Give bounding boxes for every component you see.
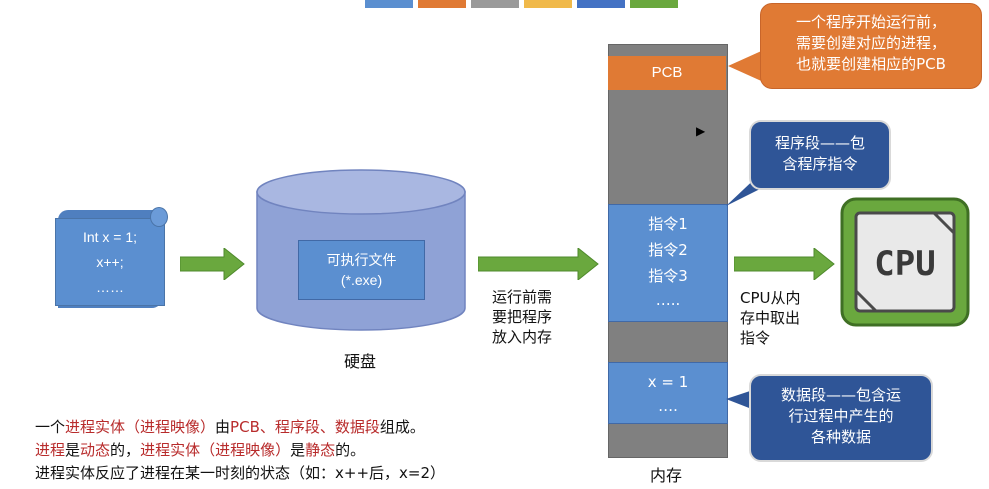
data-callout: 数据段——包含运 行过程中产生的 各种数据 [749,374,933,462]
exe-extension: (*.exe) [340,272,383,288]
summary-highlight: 进程 [35,441,66,459]
summary-text: 是 [65,441,81,459]
title-block-orange [418,0,466,8]
data-value-1: x = 1 [647,373,689,391]
title-block-green [630,0,678,8]
pcb-callout-line-1: 一个程序开始运行前， [795,13,946,31]
summary-text: 是 [290,441,306,459]
arrow-to-memory-icon [478,248,599,280]
summary-line-1: 一个进程实体（进程映像）由PCB、程序段、数据段组成。 [35,417,595,437]
cpu-note-line-3: 指令 [740,329,771,347]
summary-text: 组成。 [379,418,425,436]
executable-file-box: 可执行文件 (*.exe) [298,240,425,300]
title-fragment [180,0,300,8]
summary-highlight: 静态 [305,441,336,459]
data-callout-line-1: 数据段——包含运 [780,386,901,404]
title-block-yellow [524,0,572,8]
data-segment: x = 1 …. [608,362,728,424]
instruction-more: ….. [655,291,681,309]
summary-text: 的。 [335,441,366,459]
program-line-2: x++; [96,254,124,270]
scroll-curl-icon [150,207,168,227]
cpu-label: CPU [874,244,935,284]
code-callout: 程序段——包 含程序指令 [749,120,891,190]
data-callout-line-3: 各种数据 [810,428,871,446]
title-block-darkblue [577,0,625,8]
disk-label: 硬盘 [343,352,376,371]
load-note-line-3: 放入内存 [492,328,553,346]
data-callout-line-2: 行过程中产生的 [788,407,894,425]
program-scroll: Int x = 1; x++; …… [55,218,165,306]
instruction-3: 指令3 [648,267,688,285]
pcb-callout: 一个程序开始运行前， 需要创建对应的进程， 也就要创建相应的PCB [760,3,982,89]
instruction-1: 指令1 [648,215,688,233]
title-block-blue [365,0,413,8]
summary-text: 的， [110,441,141,459]
code-segment: 指令1 指令2 指令3 ….. [608,204,728,322]
title-block-gray [471,0,519,8]
code-callout-line-2: 含程序指令 [782,155,858,173]
summary-text: 由 [215,418,231,436]
summary-line-3: 进程实体反应了进程在某一时刻的状态（如：x++后，x=2） [35,464,446,482]
program-line-3: …… [96,279,124,295]
summary-highlight: 动态 [80,441,111,459]
load-note: 运行前需 要把程序 放入内存 [492,287,552,347]
cpu-note-line-1: CPU从内 [740,289,801,307]
instruction-2: 指令2 [648,241,688,259]
summary-highlight: 进程实体（进程映像） [140,441,291,459]
program-line-1: Int x = 1; [82,229,138,245]
arrow-to-disk-icon [180,248,245,280]
arrow-to-cpu-icon [734,248,835,280]
load-note-line-2: 要把程序 [492,308,553,326]
pcb-block: PCB [608,56,726,90]
pcb-callout-pointer [728,48,768,84]
load-note-line-1: 运行前需 [492,288,553,306]
cpu-note-line-2: 存中取出 [740,309,801,327]
pcb-callout-line-3: 也就要创建相应的PCB [796,55,946,73]
summary-highlight: PCB、程序段、数据段 [230,418,380,436]
memory-label: 内存 [649,466,682,485]
data-more: …. [658,397,678,415]
mouse-cursor-icon: ▶ [696,124,706,138]
summary-text: 一个 [35,418,66,436]
code-callout-line-1: 程序段——包 [774,134,865,152]
cpu-note: CPU从内 存中取出 指令 [740,288,801,348]
pcb-callout-line-2: 需要创建对应的进程， [795,34,946,52]
exe-label: 可执行文件 [326,253,397,269]
cpu-chip-icon: CPU [840,197,970,327]
summary-highlight: 进程实体（进程映像） [65,418,216,436]
summary-line-2: 进程是动态的，进程实体（进程映像）是静态的。 [35,440,595,460]
